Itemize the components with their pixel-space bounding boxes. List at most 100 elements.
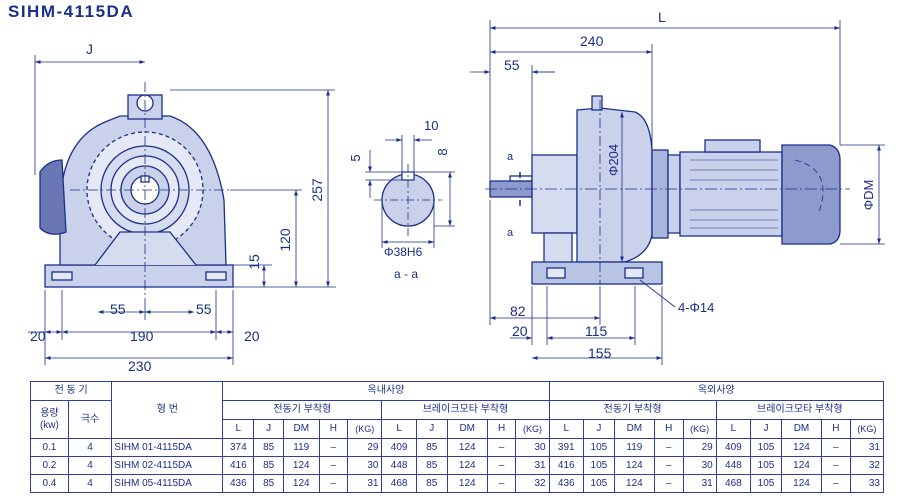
column-header-j: J	[415, 419, 448, 439]
value-cell: 391	[548, 438, 584, 457]
value-cell: 32	[849, 456, 885, 475]
value-cell: 448	[381, 456, 417, 475]
value-cell: –	[821, 456, 851, 475]
column-header-kg: (KG)	[347, 419, 383, 439]
column-header-l: L	[715, 419, 752, 439]
dim-230: 230	[128, 358, 152, 374]
column-header-h: H	[318, 419, 349, 439]
column-header-dm: DM	[780, 419, 823, 439]
dim-10: 10	[424, 118, 438, 133]
dim-5: 5	[348, 154, 363, 161]
value-cell: –	[318, 474, 349, 493]
dim-L: L	[658, 9, 666, 25]
header-row-1: 전 동 기 형 번 옥내사양 옥외사양	[29, 381, 885, 439]
section-mark-top: a	[507, 151, 514, 163]
dim-8: 8	[435, 148, 450, 155]
poles-cell: 4	[67, 438, 113, 457]
value-cell: 124	[780, 456, 823, 475]
poles-header: 극수	[67, 400, 113, 439]
column-header-l: L	[548, 419, 584, 439]
value-cell: 105	[750, 456, 782, 475]
dim-15: 15	[246, 254, 262, 270]
capacity-cell: 0.4	[30, 474, 69, 493]
dim-120: 120	[277, 228, 293, 252]
column-header-l: L	[381, 419, 417, 439]
poles-cell: 4	[67, 474, 113, 493]
value-cell: 29	[347, 438, 383, 457]
column-header-h: H	[653, 419, 684, 439]
value-cell: –	[486, 438, 517, 457]
outdoor-motor-mount: 전동기 부착형	[548, 400, 717, 420]
value-cell: –	[486, 474, 517, 493]
column-header-dm: DM	[283, 419, 320, 439]
value-cell: 124	[446, 474, 488, 493]
column-header-dm: DM	[446, 419, 488, 439]
section-view	[365, 135, 455, 248]
value-cell: 416	[222, 456, 255, 475]
drawing-title: SIHM-4115DA	[8, 2, 135, 21]
value-cell: 416	[548, 456, 584, 475]
value-cell: –	[653, 474, 684, 493]
value-cell: 30	[682, 456, 717, 475]
side-view	[485, 95, 850, 285]
value-cell: –	[653, 438, 684, 457]
value-cell: 124	[283, 474, 320, 493]
value-cell: 124	[446, 438, 488, 457]
value-cell: 448	[715, 456, 752, 475]
value-cell: 468	[715, 474, 752, 493]
value-cell: 374	[222, 438, 255, 457]
value-cell: 85	[415, 474, 448, 493]
value-cell: 468	[381, 474, 417, 493]
value-cell: 105	[750, 474, 782, 493]
value-cell: 29	[682, 438, 717, 457]
value-cell: 85	[253, 474, 285, 493]
value-cell: 31	[515, 456, 550, 475]
dim-20-right: 20	[244, 328, 260, 344]
column-header-kg: (KG)	[515, 419, 550, 439]
value-cell: 31	[682, 474, 717, 493]
value-cell: 105	[582, 474, 615, 493]
dim-55-side: 55	[504, 57, 520, 73]
outdoor-brake-mount: 브레이크모타 부착형	[715, 400, 885, 420]
value-cell: 105	[582, 456, 615, 475]
model-cell: SIHM 01-4115DA	[111, 438, 224, 457]
value-cell: 33	[849, 474, 885, 493]
front-view	[39, 82, 234, 300]
value-cell: 124	[613, 456, 655, 475]
value-cell: 105	[750, 438, 782, 457]
dim-240: 240	[580, 33, 604, 49]
value-cell: 436	[222, 474, 255, 493]
capacity-cell: 0.2	[30, 456, 69, 475]
model-cell: SIHM 02-4115DA	[111, 456, 224, 475]
value-cell: 30	[347, 456, 383, 475]
value-cell: –	[821, 474, 851, 493]
value-cell: 124	[780, 438, 823, 457]
value-cell: 409	[381, 438, 417, 457]
dim-20-side: 20	[512, 323, 528, 339]
indoor-header: 옥내사양	[222, 381, 550, 401]
capacity-cell: 0.1	[30, 438, 69, 457]
outdoor-header: 옥외사양	[548, 381, 885, 401]
dim-115: 115	[585, 323, 608, 339]
poles-cell: 4	[67, 456, 113, 475]
dim-204: Φ204	[606, 144, 621, 176]
model-header: 형 번	[111, 381, 224, 439]
dim-DM: ΦDM	[861, 180, 876, 211]
spec-table: 전 동 기 형 번 옥내사양 옥외사양 용량 (kw) 극수 전동기 부착형 브…	[29, 381, 885, 493]
dim-190: 190	[130, 328, 154, 344]
dim-155: 155	[588, 345, 612, 361]
value-cell: 119	[613, 438, 655, 457]
dim-4-14: 4-Φ14	[678, 300, 714, 315]
value-cell: 105	[582, 438, 615, 457]
value-cell: –	[318, 438, 349, 457]
column-header-j: J	[582, 419, 615, 439]
column-header-h: H	[486, 419, 517, 439]
value-cell: 32	[515, 474, 550, 493]
dim-J: J	[86, 41, 93, 57]
header-row-2: 용량 (kw) 극수 전동기 부착형 브레이크모타 부착형 전동기 부착형 브레…	[30, 400, 885, 439]
motor-header: 전 동 기	[29, 381, 113, 401]
